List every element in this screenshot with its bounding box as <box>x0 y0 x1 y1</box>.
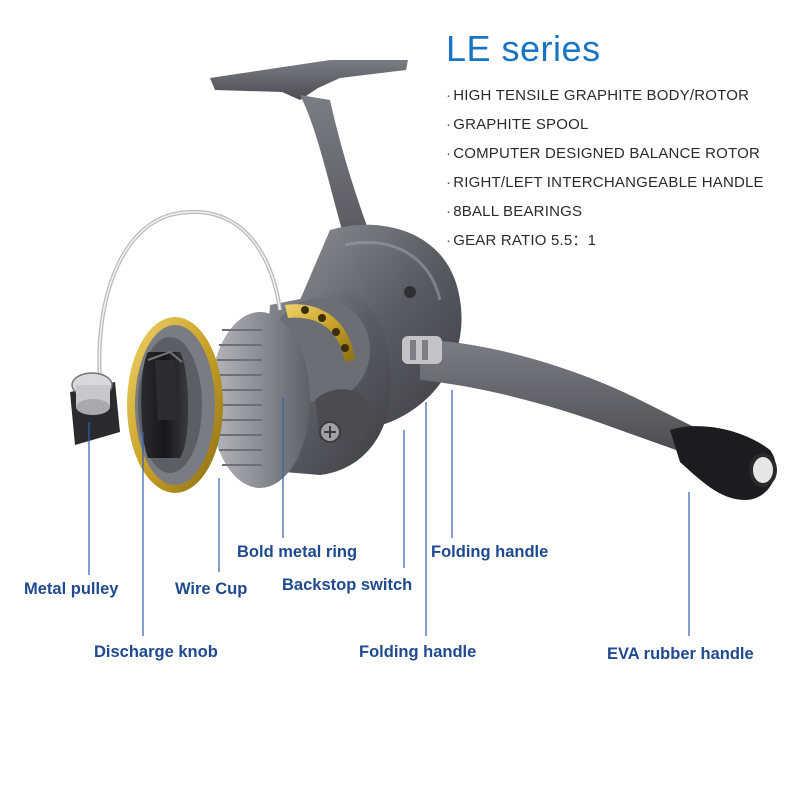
callout-backstop-switch: Backstop switch <box>282 576 413 594</box>
feature-item: ·GEAR RATIO 5.5：1 <box>446 232 597 249</box>
leader-lines <box>88 390 690 636</box>
feature-item: ·COMPUTER DESIGNED BALANCE ROTOR <box>446 145 761 162</box>
callout-metal-pulley: Metal pulley <box>24 580 119 598</box>
reel-handle-arm <box>402 336 700 455</box>
gold-rotor-ring <box>285 304 355 362</box>
spool-line-grooves <box>216 329 262 466</box>
callout-bold-metal-ring: Bold metal ring <box>237 543 358 561</box>
feature-item: ·GRAPHITE SPOOL <box>446 116 589 133</box>
discharge-knob <box>141 350 189 458</box>
callout-eva-rubber-handle: EVA rubber handle <box>607 645 754 663</box>
series-title: LE series <box>446 28 601 69</box>
feature-item: ·HIGH TENSILE GRAPHITE BODY/ROTOR <box>446 87 750 104</box>
callout-folding-handle-bottom: Folding handle <box>359 643 477 661</box>
callout-discharge-knob: Discharge knob <box>94 643 218 661</box>
feature-item: ·RIGHT/LEFT INTERCHANGEABLE HANDLE <box>446 174 764 191</box>
bail-wire <box>97 209 282 381</box>
callout-wire-cup: Wire Cup <box>175 580 248 598</box>
eva-rubber-handle-knob <box>670 426 777 500</box>
metal-pulley <box>70 372 120 445</box>
feature-list: ·HIGH TENSILE GRAPHITE BODY/ROTOR ·GRAPH… <box>446 86 764 260</box>
callout-folding-handle-top: Folding handle <box>431 543 549 561</box>
feature-item: ·8BALL BEARINGS <box>446 203 583 220</box>
